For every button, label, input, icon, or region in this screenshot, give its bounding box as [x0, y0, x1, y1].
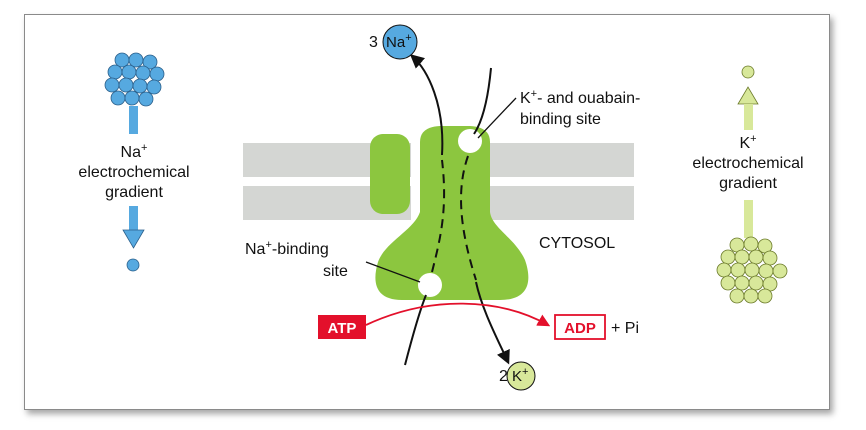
top-ion-charge: +	[405, 32, 411, 44]
atp-to-adp-arrow	[365, 302, 551, 327]
k-path-dashed	[460, 155, 477, 281]
sodium-gradient-symbol: Na	[121, 144, 142, 161]
k-import-arrow-upper	[473, 67, 492, 135]
sodium-gradient-line2: gradient	[105, 184, 163, 201]
sodium-gradient-line1: electrochemical	[78, 164, 189, 181]
sodium-gradient-arrowhead	[122, 229, 145, 249]
top-ion-label: Na+	[386, 32, 412, 51]
na-site-line1: -binding	[272, 241, 329, 258]
bottom-ion-count: 2	[499, 368, 508, 385]
bottom-ion-label: K+	[512, 366, 528, 385]
top-ion-symbol: Na	[386, 34, 406, 51]
top-sodium-ball	[382, 24, 418, 60]
svg-text:Na+: Na+	[121, 142, 148, 161]
potassium-gradient-panel: K+ electrochemical gradient	[692, 65, 804, 304]
na-site-label: Na+-binding site	[245, 239, 421, 283]
k-import-arrow-lower	[475, 281, 510, 365]
potassium-gradient-shaft	[744, 104, 753, 130]
svg-text:K+: K+	[739, 133, 756, 152]
top-sodium-ion: 3 Na+	[369, 24, 418, 60]
sodium-cluster	[104, 52, 165, 107]
sodium-gradient-shaft-lower	[129, 206, 138, 232]
na-site-line2: site	[323, 263, 348, 280]
sodium-gradient-charge: +	[141, 142, 147, 154]
cell-membrane	[243, 143, 634, 220]
na-site-charge: +	[265, 239, 271, 251]
k-site-line1: - and ouabain-	[537, 90, 640, 107]
bottom-ion-charge: +	[522, 366, 528, 378]
potassium-gradient-charge: +	[750, 133, 756, 145]
k-site-charge: +	[531, 88, 537, 100]
potassium-gradient-arrowhead	[737, 86, 759, 105]
na-binding-pocket	[418, 273, 442, 297]
na-k-pump-protein	[370, 126, 529, 300]
bottom-potassium-ball	[506, 361, 536, 391]
na-site-symbol: Na	[245, 241, 266, 258]
atp-box	[318, 315, 366, 339]
pump-main-body	[375, 126, 529, 300]
bottom-potassium-ion: 2 K+	[499, 361, 536, 391]
sodium-gradient-shaft	[129, 106, 138, 134]
potassium-gradient-shaft-lower	[744, 200, 753, 238]
potassium-gradient-line2: gradient	[719, 175, 777, 192]
k-site-symbol: K	[520, 90, 531, 107]
potassium-cluster	[716, 236, 788, 304]
svg-text:Na+-binding: Na+-binding	[245, 239, 329, 258]
membrane-outer-right	[490, 143, 634, 177]
pump-left-subunit	[370, 134, 410, 214]
adp-label: ADP	[564, 320, 596, 337]
top-ion-count: 3	[369, 34, 378, 51]
sodium-gradient-panel: Na+ electrochemical gradient	[78, 52, 190, 272]
bottom-ion-symbol: K	[512, 368, 522, 385]
na-site-leader-line	[365, 261, 421, 283]
cytosol-label: CYTOSOL	[539, 235, 615, 252]
na-path-dashed	[431, 159, 446, 273]
atp-hydrolysis: ATP ADP + Pi	[318, 302, 639, 340]
potassium-single-ion	[741, 65, 755, 79]
k-site-label: K+- and ouabain- binding site	[477, 88, 640, 139]
adp-box	[554, 314, 606, 340]
k-binding-pocket	[458, 129, 482, 153]
k-site-leader-line	[477, 97, 517, 139]
na-export-arrow-lower	[404, 294, 427, 366]
membrane-inner-right	[490, 186, 634, 220]
potassium-gradient-line1: electrochemical	[692, 155, 803, 172]
svg-text:K+- and ouabain-: K+- and ouabain-	[520, 88, 640, 107]
k-site-line2: binding site	[520, 111, 601, 128]
sodium-single-ion	[126, 258, 140, 272]
pi-label: + Pi	[611, 320, 639, 337]
na-export-arrow-upper	[409, 54, 444, 156]
atp-label: ATP	[328, 320, 357, 337]
potassium-gradient-symbol: K	[739, 135, 750, 152]
